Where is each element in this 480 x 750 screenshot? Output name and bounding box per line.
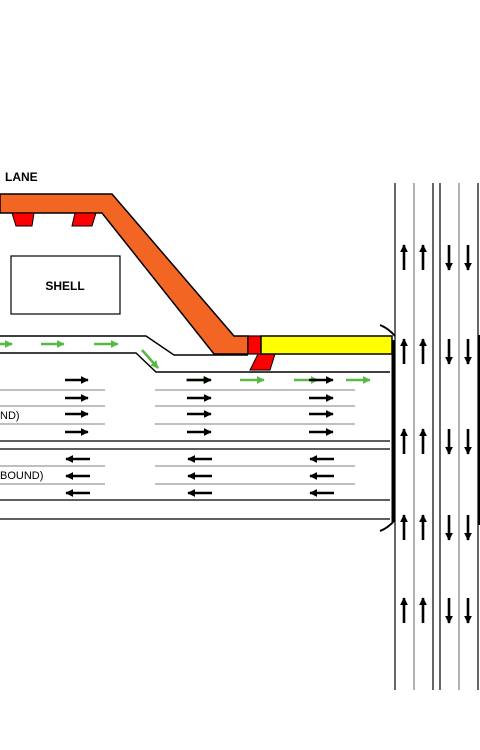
lane-title: LANE — [5, 170, 38, 184]
service-road-edge — [0, 352, 390, 373]
eastbound-label: ND) — [0, 410, 20, 422]
yellow-merge-lane — [260, 335, 393, 355]
curb-return — [379, 324, 396, 337]
eastbound-arrows — [65, 376, 334, 436]
shell-label: SHELL — [45, 279, 84, 293]
westbound-label: BOUND) — [0, 470, 43, 482]
green-arrow-icon — [141, 349, 159, 369]
red-marker — [247, 335, 262, 355]
vertical-arrows — [400, 244, 472, 624]
red-marker — [249, 353, 276, 371]
westbound-arrows — [65, 455, 334, 497]
service-road-edge — [0, 335, 248, 356]
red-marker — [71, 212, 97, 227]
curb-return — [379, 519, 396, 532]
shell-building — [10, 255, 121, 315]
red-marker — [11, 212, 35, 227]
